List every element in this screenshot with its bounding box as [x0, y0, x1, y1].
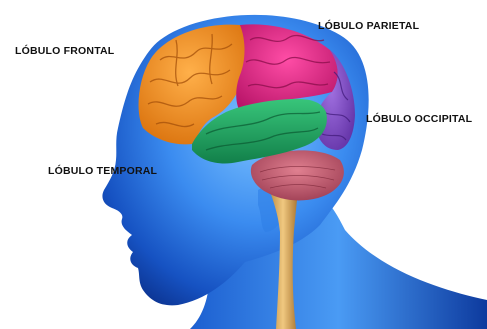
label-occipital-lobe: LÓBULO OCCIPITAL — [366, 113, 472, 125]
label-frontal-lobe: LÓBULO FRONTAL — [15, 45, 114, 57]
label-temporal-lobe: LÓBULO TEMPORAL — [48, 165, 157, 177]
label-parietal-lobe: LÓBULO PARIETAL — [318, 20, 419, 32]
